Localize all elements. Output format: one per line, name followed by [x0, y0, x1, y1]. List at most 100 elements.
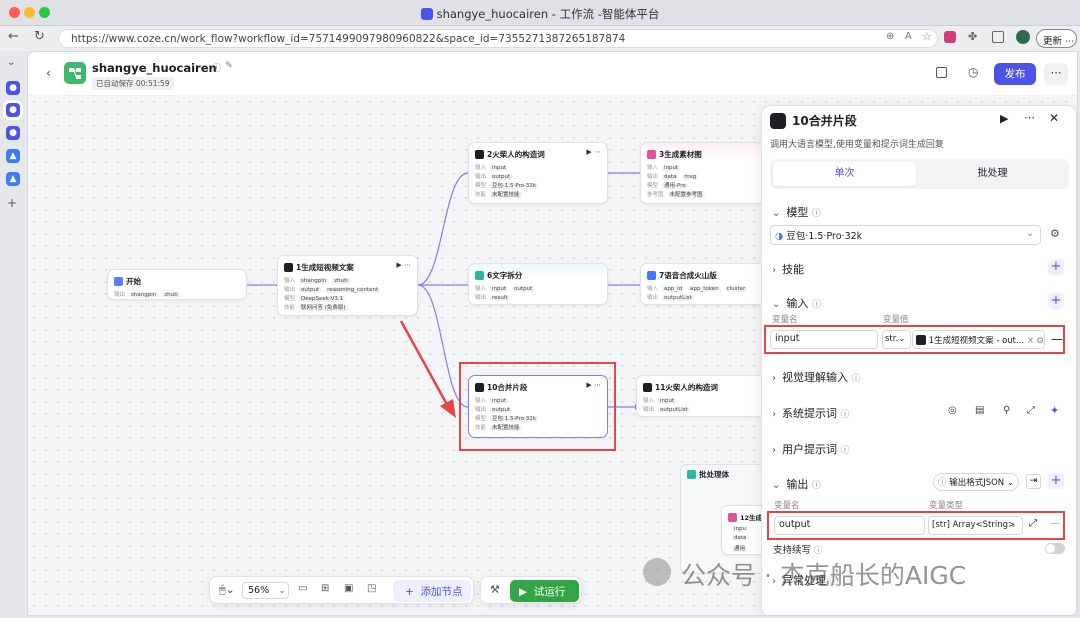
zoom-icon[interactable]: ⊕: [886, 31, 895, 42]
lightbulb-icon[interactable]: ⚲: [1003, 405, 1011, 416]
chart-app-icon-1[interactable]: ▲: [6, 149, 20, 163]
close-window-button[interactable]: [9, 7, 20, 18]
run-node-icon[interactable]: ▶: [1000, 112, 1009, 125]
edit-icon[interactable]: ✎: [225, 61, 233, 71]
info-icon[interactable]: ⓘ: [811, 300, 821, 310]
info-icon[interactable]: ⓘ: [811, 209, 821, 219]
watermark: 公众号 · 杰克船长的AIGC: [681, 561, 967, 590]
back-chevron-icon[interactable]: ‹: [46, 66, 51, 80]
section-input[interactable]: ⌄输入 ⓘ: [772, 297, 821, 310]
copy-icon[interactable]: [936, 67, 947, 78]
node-run-icon[interactable]: ▶ ⋯: [586, 381, 601, 389]
section-user-prompt[interactable]: ›用户提示词 ⓘ: [772, 443, 850, 456]
section-model[interactable]: ⌄模型 ⓘ: [772, 206, 821, 219]
out-type-header: 变量类型: [929, 501, 964, 511]
url-bar[interactable]: https://www.coze.cn/work_flow?workflow_i…: [58, 29, 938, 48]
extensions-puzzle-icon[interactable]: ✤: [968, 30, 978, 43]
info-icon[interactable]: ⓘ: [851, 374, 861, 384]
read-aloud-icon[interactable]: A: [905, 31, 912, 42]
section-skills[interactable]: ›技能: [772, 263, 804, 276]
agent-icon-2[interactable]: ●: [6, 103, 20, 117]
llm-icon: [770, 113, 786, 129]
image-icon[interactable]: ▣: [344, 583, 354, 594]
wrench-icon[interactable]: ⚒: [490, 583, 500, 596]
history-clock-icon[interactable]: ◷: [968, 65, 979, 79]
input-reference-select[interactable]: 1生成短视频文案 - out... × ⊙: [912, 330, 1045, 349]
panel-more-icon[interactable]: ⋯: [1024, 111, 1035, 124]
back-arrow-icon[interactable]: ←: [8, 29, 19, 44]
update-button[interactable]: 更新 ⋯: [1036, 29, 1077, 48]
extension-icon[interactable]: [944, 31, 956, 43]
left-rail: ⌄ ● ● ● ▲ ▲ +: [0, 51, 26, 618]
profile-avatar[interactable]: [1016, 30, 1030, 44]
template-icon[interactable]: ▤: [975, 405, 985, 416]
info-icon[interactable]: ⓘ: [814, 546, 823, 556]
test-run-button[interactable]: ▶ 试运行: [510, 580, 579, 602]
ai-sparkle-icon[interactable]: ✦: [1050, 404, 1060, 417]
remove-output-button[interactable]: —: [1050, 518, 1060, 529]
split-view-icon[interactable]: [992, 31, 1004, 43]
zoom-select[interactable]: 56% ⌄: [242, 582, 289, 599]
output-var-name[interactable]: output: [774, 516, 925, 535]
out-name-header: 变量名: [774, 501, 800, 511]
section-exception[interactable]: ›异常处理 ⓘ: [772, 574, 839, 587]
mouse-mode-icon[interactable]: 🖱︎⌄: [219, 583, 235, 596]
compass-icon[interactable]: ◎: [948, 405, 957, 416]
add-input-button[interactable]: +: [1048, 293, 1064, 309]
settings-gear-icon[interactable]: ⚙: [1050, 227, 1060, 240]
clear-icon[interactable]: ×: [1026, 336, 1034, 346]
grid-icon[interactable]: ⊞: [321, 583, 330, 594]
more-menu-button[interactable]: ⋯: [1044, 63, 1068, 85]
close-icon[interactable]: ✕: [1049, 111, 1060, 125]
publish-button[interactable]: 发布: [994, 63, 1036, 85]
section-output[interactable]: ⌄输出 ⓘ: [772, 478, 821, 491]
import-icon[interactable]: ⇥: [1026, 474, 1041, 489]
bookmark-star-icon[interactable]: ☆: [922, 30, 932, 43]
input-var-name[interactable]: input: [770, 330, 878, 349]
node-run-icon[interactable]: ▶ ⋯: [586, 148, 601, 156]
agent-icon-1[interactable]: ●: [6, 81, 20, 95]
agent-icon-3[interactable]: ●: [6, 126, 20, 140]
add-icon[interactable]: +: [7, 196, 18, 210]
chevron-down-icon[interactable]: ⌄: [7, 57, 16, 68]
comment-icon[interactable]: ▭: [298, 583, 308, 594]
info-icon[interactable]: ⓘ: [840, 446, 850, 456]
info-icon[interactable]: ⓘ: [829, 577, 839, 587]
info-icon[interactable]: ⓘ: [212, 64, 222, 74]
chart-app-icon-2[interactable]: ▲: [6, 172, 20, 186]
info-icon[interactable]: ⓘ: [811, 481, 821, 491]
input-type-select[interactable]: str.⌄: [882, 330, 911, 349]
model-select[interactable]: ◑ 豆包·1.5·Pro·32k⌄: [770, 225, 1041, 245]
chevron-down-icon: ⌄: [772, 299, 781, 310]
minimize-window-button[interactable]: [24, 7, 35, 18]
target-icon[interactable]: ⊙: [1036, 336, 1044, 346]
window-title: shangye_huocairen - 工作流 -智能体平台: [436, 7, 660, 21]
window-titlebar: shangye_huocairen - 工作流 -智能体平台: [0, 0, 1080, 26]
add-skill-button[interactable]: +: [1048, 259, 1064, 275]
expand-icon[interactable]: ⤢: [1029, 518, 1037, 529]
expand-icon[interactable]: ⤢: [1027, 405, 1035, 416]
node-run-icon[interactable]: ▶ ⋯: [396, 261, 411, 269]
tab-single[interactable]: 单次: [773, 162, 916, 186]
output-format-select[interactable]: ⓘ 输出格式JSON ⌄: [933, 473, 1019, 491]
info-icon[interactable]: ⓘ: [840, 410, 850, 420]
add-node-button[interactable]: + 添加节点: [393, 580, 471, 602]
add-output-button[interactable]: +: [1048, 473, 1064, 489]
remove-input-button[interactable]: —: [1051, 332, 1063, 346]
tab-batch[interactable]: 批处理: [977, 168, 1008, 179]
reload-icon[interactable]: ↻: [34, 29, 45, 44]
continue-toggle[interactable]: [1045, 543, 1065, 554]
minimap-icon[interactable]: ◳: [367, 583, 377, 594]
section-visual-input[interactable]: ›视觉理解输入 ⓘ: [772, 371, 861, 384]
section-system-prompt[interactable]: ›系统提示词 ⓘ: [772, 407, 850, 420]
output-type-select[interactable]: [str] Array<String>⌄: [928, 516, 1023, 535]
maximize-window-button[interactable]: [39, 7, 50, 18]
